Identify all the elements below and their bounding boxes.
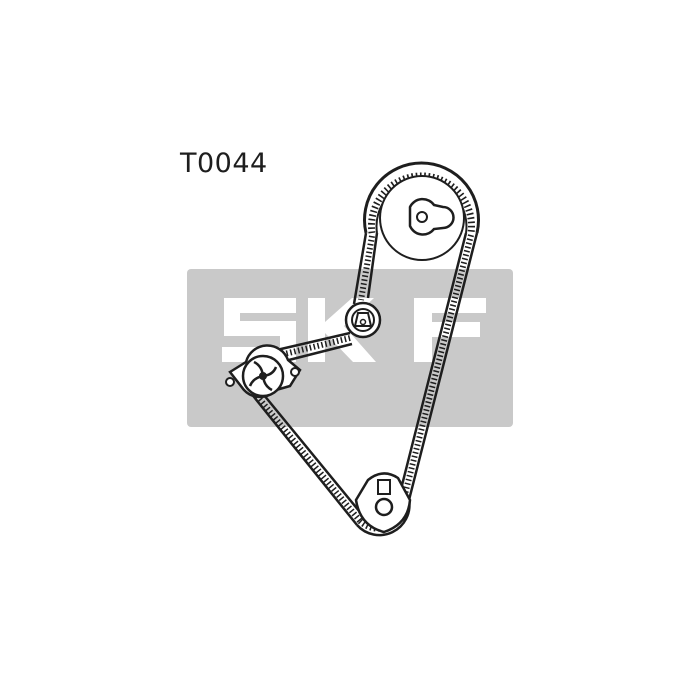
camshaft-hub — [408, 197, 455, 236]
belt-right-span-teeth — [401, 234, 474, 499]
idler-spokes — [248, 360, 278, 392]
idler-mount-hole-right — [290, 367, 300, 377]
crankshaft-pulley — [354, 472, 412, 534]
belt-left-span-teeth — [358, 235, 375, 301]
camshaft-pulley — [379, 175, 465, 261]
belt-right-span — [397, 232, 479, 501]
belt-middle-span-teeth — [271, 335, 351, 360]
belt-left-span — [352, 232, 379, 305]
crankshaft-key — [377, 479, 391, 495]
tensioner-pulley — [344, 301, 382, 339]
camshaft-bolt — [416, 211, 428, 223]
idler-pulley — [225, 344, 302, 399]
belt-left-long-span-teeth — [249, 388, 363, 523]
tensioner-bolt — [359, 318, 367, 326]
idler-mount-hole-left — [225, 377, 235, 387]
crankshaft-bolt — [374, 497, 394, 517]
belt-left-long-span — [245, 386, 365, 526]
part-number-label: T0044 — [180, 148, 268, 179]
watermark-letters — [222, 298, 486, 362]
belt-cam-outer — [363, 161, 480, 234]
skf-watermark — [187, 269, 513, 427]
